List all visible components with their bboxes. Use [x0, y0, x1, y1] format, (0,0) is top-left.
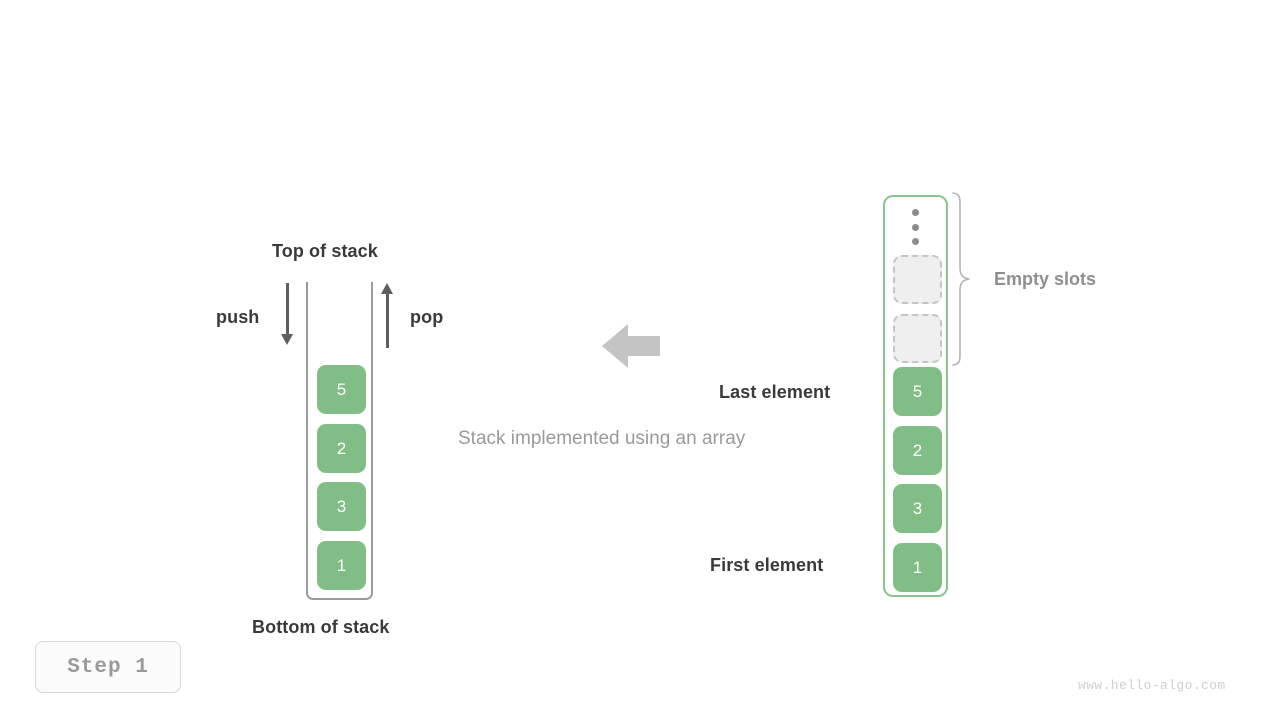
ellipsis-dot	[912, 209, 919, 216]
ellipsis-dot	[912, 238, 919, 245]
push-arrow-shaft	[286, 283, 289, 337]
top-of-stack-label: Top of stack	[272, 241, 378, 261]
step-badge: Step 1	[35, 641, 181, 693]
bottom-of-stack-label: Bottom of stack	[252, 617, 390, 637]
pop-label: pop	[410, 307, 444, 327]
stack-element: 5	[317, 365, 366, 414]
array-element: 3	[893, 484, 942, 533]
array-empty-slot	[893, 314, 942, 363]
stack-element: 3	[317, 482, 366, 531]
array-empty-slot	[893, 255, 942, 304]
first-element-label: First element	[710, 555, 824, 575]
ellipsis-dot	[912, 223, 919, 231]
diagram-caption: Stack implemented using an array	[458, 428, 746, 449]
watermark: www.hello-algo.com	[1078, 678, 1226, 693]
array-container: 5 2 3 1	[883, 195, 948, 597]
array-element: 5	[893, 367, 942, 416]
last-element-label: Last element	[719, 382, 831, 402]
stack-element: 1	[317, 541, 366, 590]
push-label: push	[216, 307, 260, 327]
array-element: 1	[893, 543, 942, 592]
left-pointing-arrow-icon	[602, 322, 662, 370]
empty-slots-label: Empty slots	[994, 269, 1097, 289]
vertical-ellipsis-icon	[911, 209, 920, 245]
pop-arrow-head	[381, 283, 393, 294]
array-element: 2	[893, 426, 942, 475]
push-arrow-head	[281, 334, 293, 345]
pop-arrow-shaft	[386, 294, 389, 348]
stack-container: 5 2 3 1	[306, 282, 373, 600]
empty-slots-brace	[950, 192, 976, 366]
stack-element: 2	[317, 424, 366, 473]
